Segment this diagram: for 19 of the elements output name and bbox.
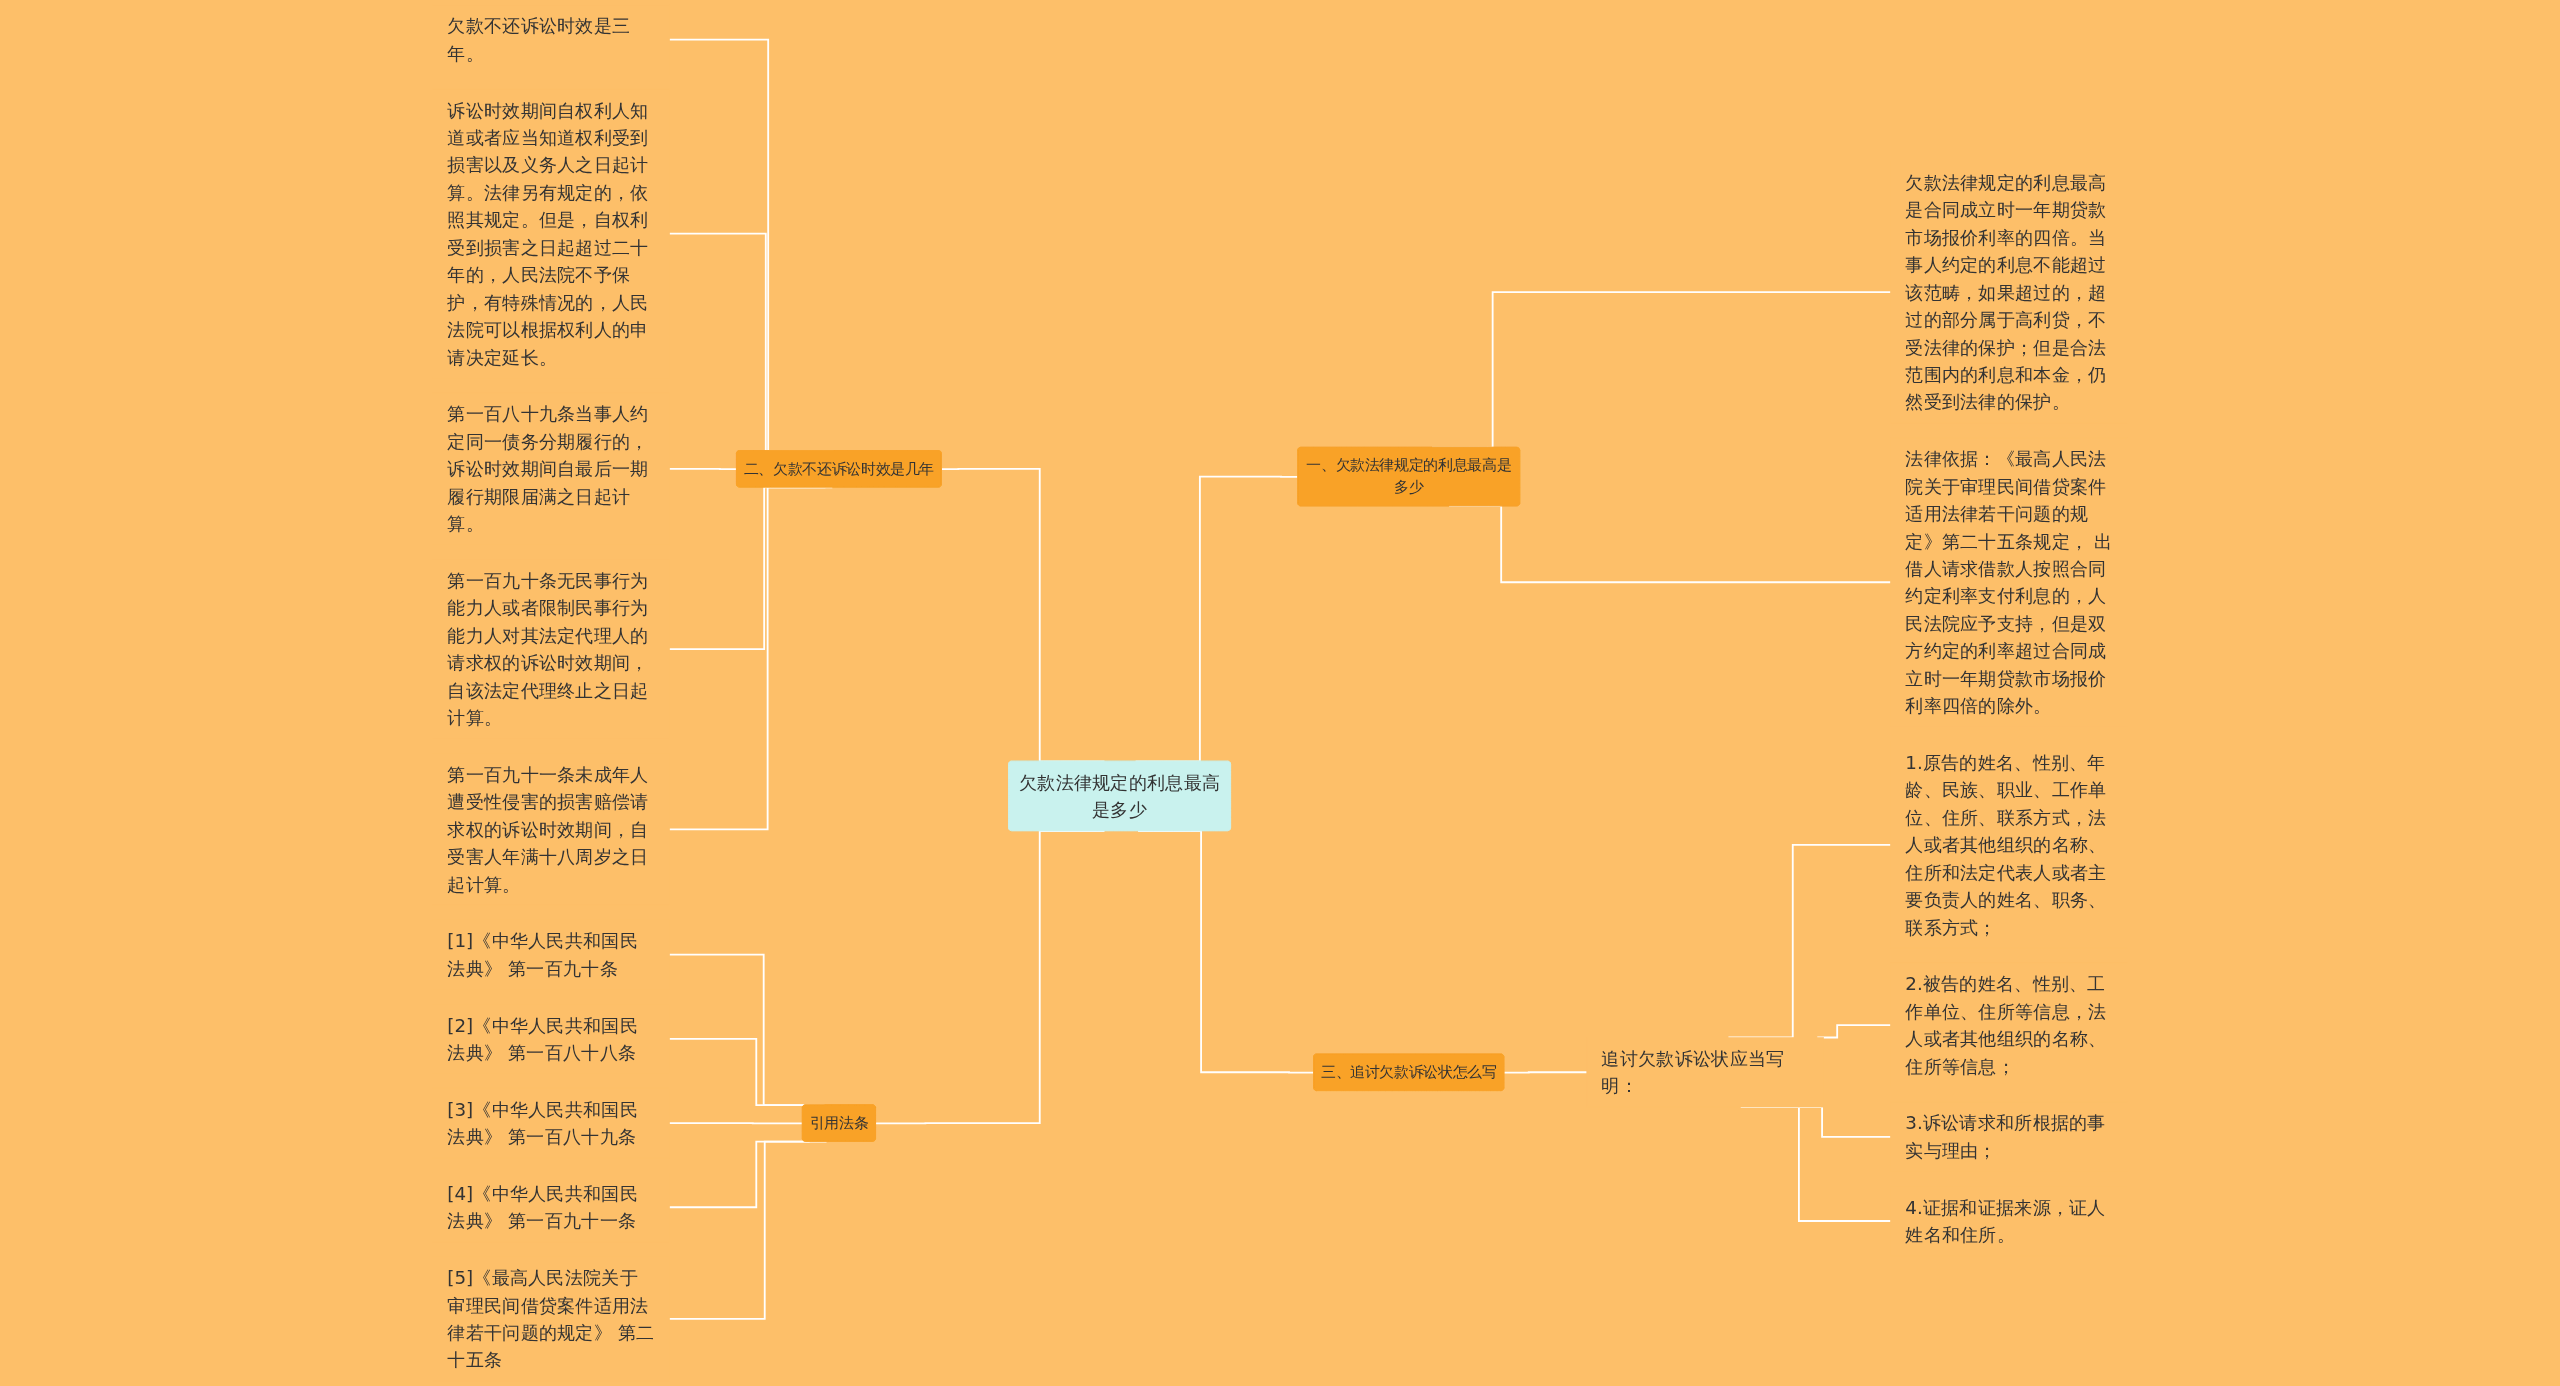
node-text: 欠款法律规定的利息最高是合同成立时一年期贷款市场报价利率的四倍。当事人约定的利息不能超过该范畴，如果超过的，超过的部分属于高利贷，不受法律的保护；但是合法范围内的利息和本金，仍然受到法律的保护。 <box>1905 171 2107 413</box>
node-text: 2.被告的姓名、性别、工作单位、住所等信息，法人或者其他组织的名称、住所等信息； <box>1905 973 2107 1078</box>
connector <box>668 1122 804 1125</box>
node-text: 诉讼时效期间自权利人知道或者应当知道权利受到损害以及义务人之日起计算。法律另有规定的，依照其规定。但是，自权利受到损害之日起超过二十年的，人民法院不予保护，有特殊情况的，人民法院可以根据权利人的申请决定延长。 <box>447 99 649 368</box>
node-text: 第一百八十九条当事人约定同一债务分期履行的，诉讼时效期间自最后一期履行期限届满之日起计算。 <box>447 403 649 535</box>
node-text: 欠款不还诉讼时效是三年。 <box>447 15 631 65</box>
node-text: 1.原告的姓名、性别、年龄、民族、职业、工作单位、住所、联系方式，法人或者其他组织的名称、住所和法定代表人或者主要负责人的姓名、职务、联系方式； <box>1905 751 2107 938</box>
node-text: [4]《中华人民共和国民法典》 第一百九十一条 <box>447 1182 638 1232</box>
node-text: 法律依据：《最高人民法院关于审理民间借贷案件适用法律若干问题的规定》第二十五条规定， 出借人请求借款人按照合同约定利率支付利息的，人民法院应予支持，但是双方约定的利率超过合同成立时一年期贷款市场报价利率四倍的除外。 <box>1905 448 2113 717</box>
connector <box>1503 1071 1588 1074</box>
node-text: 第一百九十条无民事行为能力人或者限制民事行为能力人对其法定代理人的请求权的诉讼时效期间，自该法定代理终止之日起计算。 <box>447 569 649 729</box>
node-text: 第一百九十一条未成年人遭受性侵害的损害赔偿请求权的诉讼时效期间，自受害人年满十八周岁之日起计算。 <box>447 763 649 895</box>
node-text: [3]《中华人民共和国民法典》 第一百八十九条 <box>447 1098 638 1148</box>
connector <box>668 467 738 471</box>
node-text: [2]《中华人民共和国民法典》 第一百八十八条 <box>447 1014 638 1064</box>
node-text: 4.证据和证据来源，证人姓名和住所。 <box>1905 1196 2106 1246</box>
node-text: [5]《最高人民法院关于审理民间借贷案件适用法律若干问题的规定》 第二十五条 <box>447 1267 655 1371</box>
node-text: 3.诉讼请求和所根据的事实与理由； <box>1905 1112 2106 1162</box>
node-text: [1]《中华人民共和国民法典》 第一百九十条 <box>447 930 638 980</box>
